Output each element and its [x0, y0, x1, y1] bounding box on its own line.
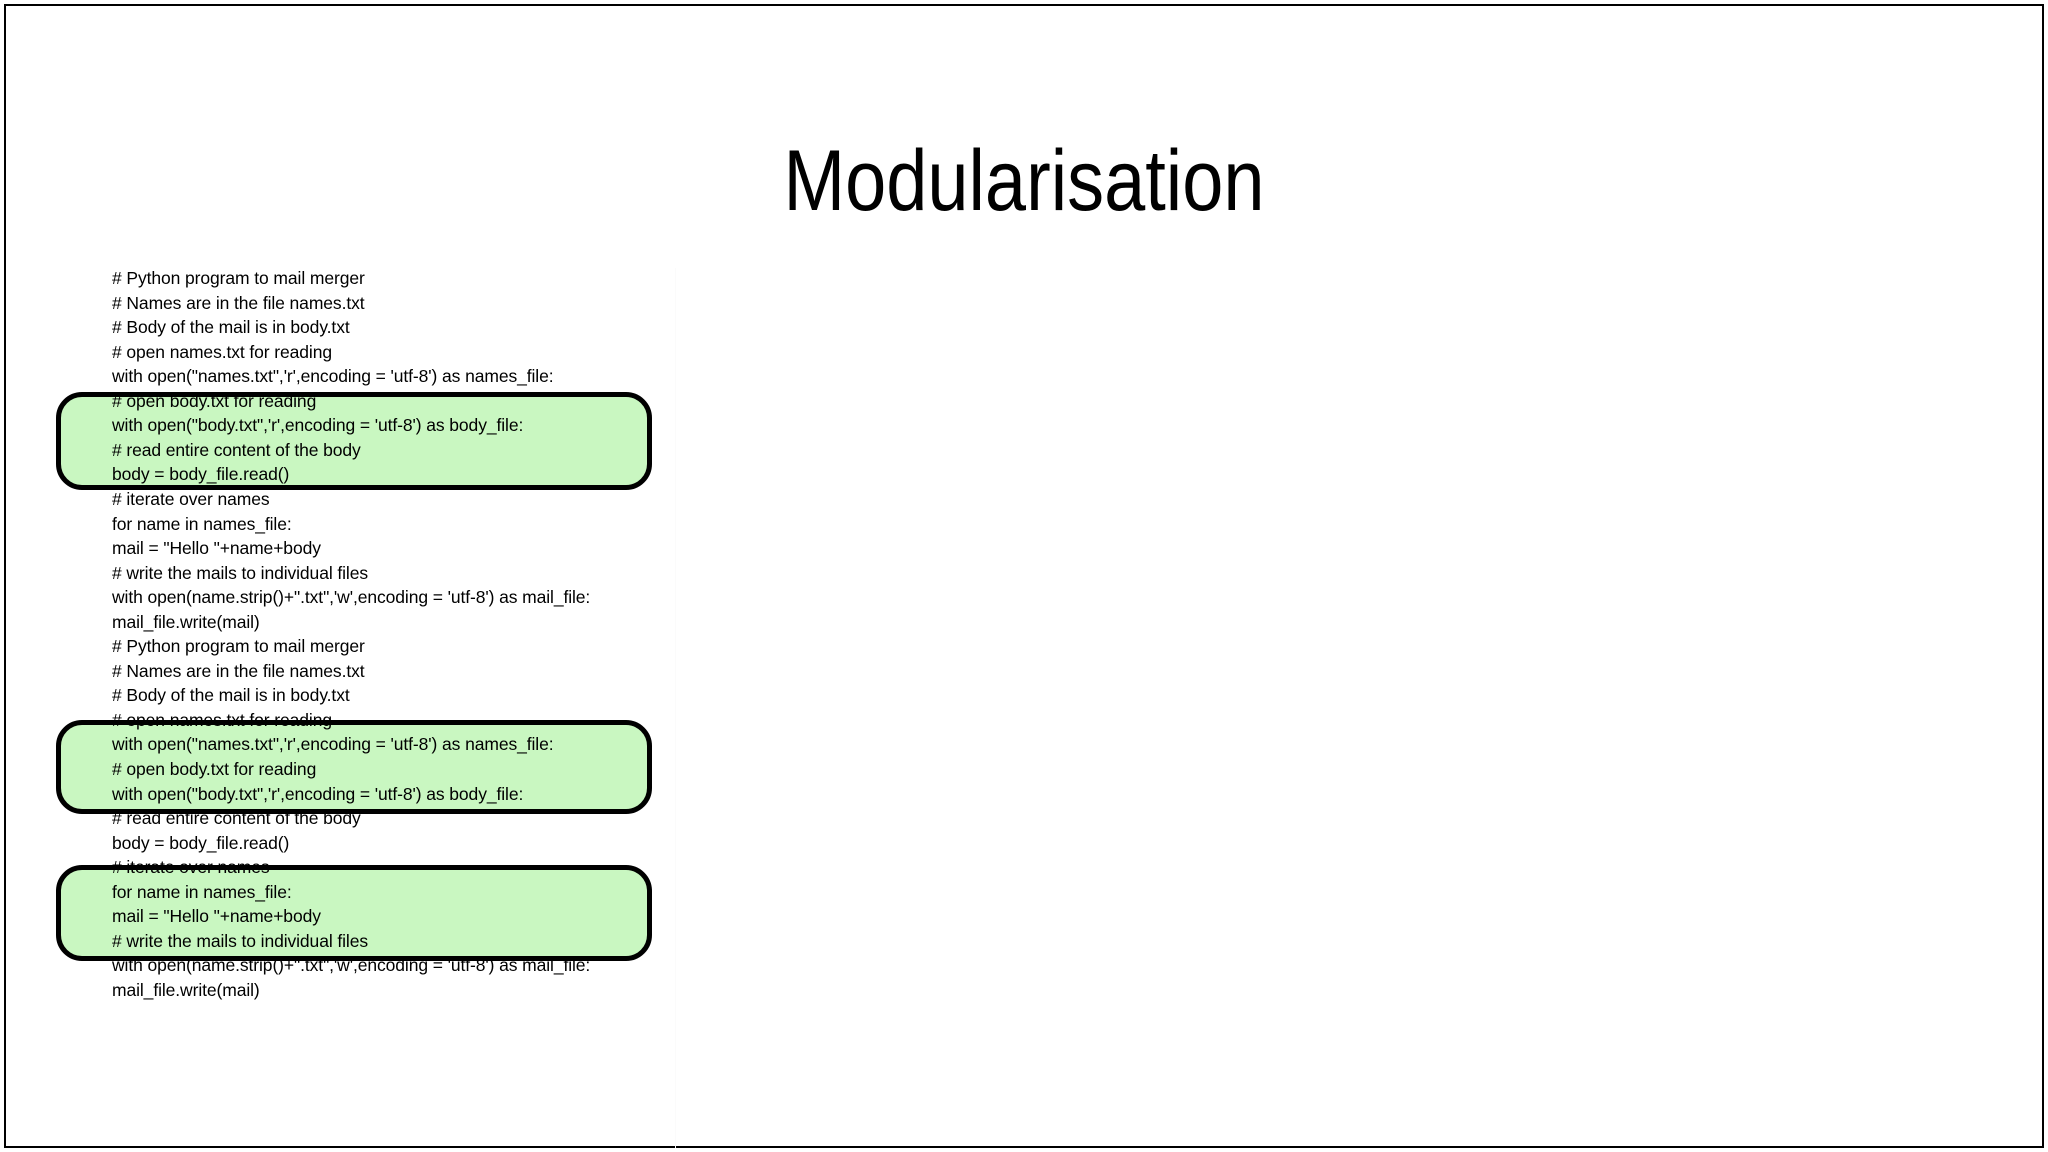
code-line: # read entire content of the body	[112, 808, 361, 829]
code-line: # Body of the mail is in body.txt	[112, 685, 350, 706]
code-line: # write the mails to individual files	[112, 562, 368, 583]
code-line: # open body.txt for reading	[112, 759, 317, 779]
code-line: with open(name.strip()+".txt",'w',encodi…	[112, 955, 591, 976]
code-line: for name in names_file:	[112, 513, 292, 534]
highlight-box-3	[56, 865, 652, 961]
code-line: with open("names.txt",'r',encoding = 'ut…	[112, 366, 554, 387]
code-line: with open("body.txt",'r',encoding = 'utf…	[112, 415, 524, 436]
code-line: for name in names_file:	[112, 881, 292, 902]
code-line: # Names are in the file names.txt	[112, 660, 365, 681]
code-line: # Body of the mail is in body.txt	[112, 317, 350, 338]
code-line: mail = "Hello "+name+body	[112, 538, 321, 559]
code-line: mail = "Hello "+name+body	[112, 906, 321, 927]
code-line: body = body_file.read()	[112, 464, 290, 485]
code-line: # write the mails to individual files	[112, 930, 368, 951]
code-line: body = body_file.read()	[112, 832, 290, 853]
code-line: # iterate over names	[112, 488, 270, 509]
code-line: # Python program to mail merger	[112, 636, 365, 657]
code-line: mail_file.write(mail)	[112, 611, 260, 632]
code-line: # Names are in the file names.txt	[112, 292, 365, 313]
code-line: with open("body.txt",'r',encoding = 'utf…	[112, 783, 524, 804]
code-line: # open names.txt for reading	[112, 709, 332, 730]
code-line: # open names.txt for reading	[112, 341, 332, 362]
code-line: mail_file.write(mail)	[112, 979, 260, 1000]
highlight-box-1	[56, 392, 652, 490]
code-line: with open("names.txt",'r',encoding = 'ut…	[112, 734, 554, 755]
code-line: # Python program to mail merger	[112, 268, 365, 288]
code-line: # read entire content of the body	[112, 439, 361, 460]
code-line: # iterate over names	[112, 857, 270, 878]
page-title: Modularisation	[783, 132, 1265, 229]
code-line: # open body.txt for reading	[112, 390, 317, 411]
highlight-box-2	[56, 720, 652, 814]
code-line: with open(name.strip()+".txt",'w',encodi…	[112, 587, 591, 608]
code-text-block: # Python program to mail merger # Names a…	[112, 268, 676, 1028]
